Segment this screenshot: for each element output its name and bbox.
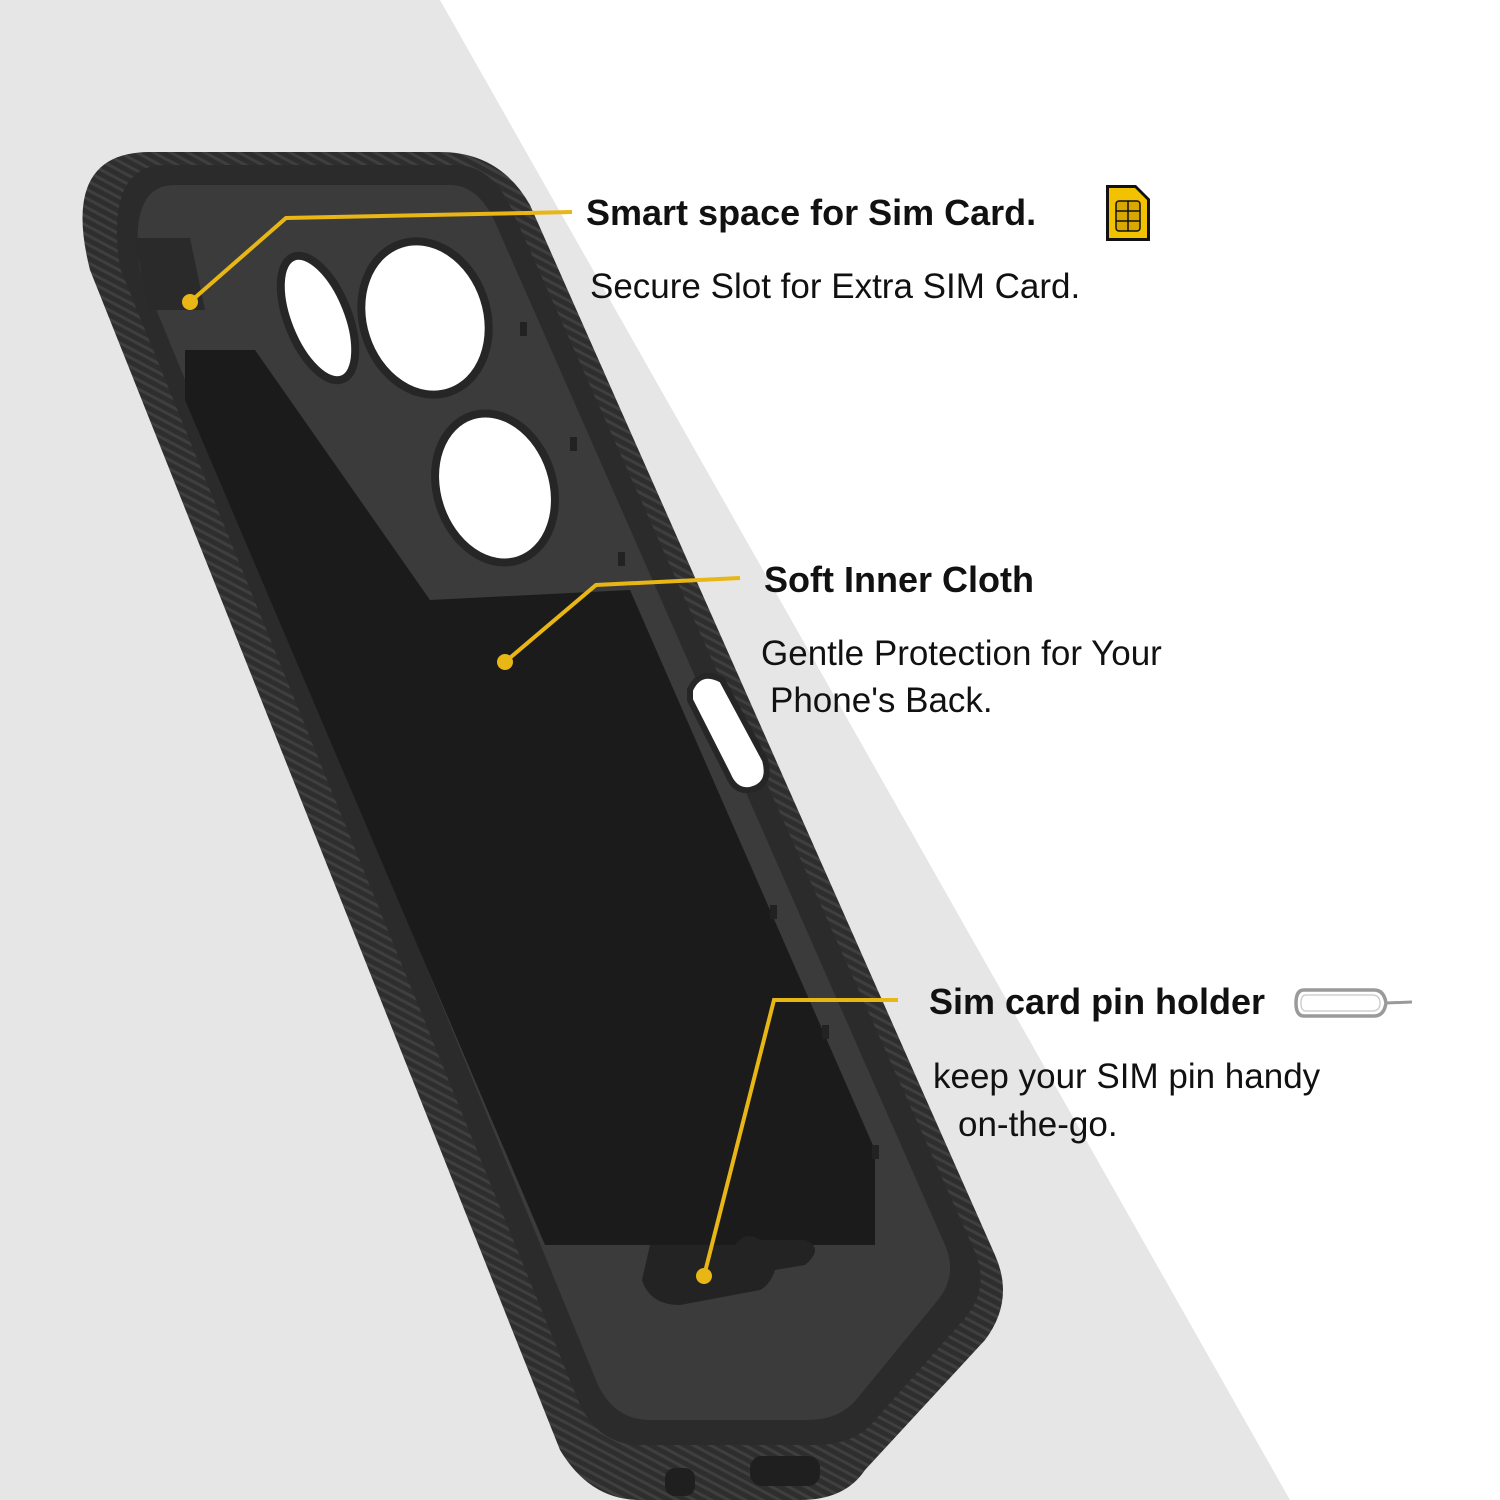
soft-inner-cloth <box>185 350 875 1245</box>
callout-text-sim-space: Secure Slot for Extra SIM Card. <box>590 267 1081 306</box>
callout-line-inner-cloth <box>503 576 741 664</box>
pin-holder-slot <box>642 1236 815 1305</box>
rim-notch <box>570 437 577 451</box>
sim-card-icon <box>1106 185 1150 241</box>
camera-cutout-small <box>276 251 360 385</box>
rim-notch <box>872 1145 879 1159</box>
bottom-port <box>665 1468 695 1496</box>
sim-eject-pin-icon <box>1294 988 1413 1018</box>
callout-dot-sim-space <box>182 294 198 310</box>
callout-line-sim-space <box>188 210 573 304</box>
callout-text-inner-cloth-line-1: Gentle Protection for Your <box>761 634 1162 673</box>
callout-text-pin-holder-line-2: on-the-go. <box>958 1105 1118 1144</box>
rim-notch <box>618 552 625 566</box>
callout-line-pin-holder <box>702 998 898 1277</box>
side-button-cutout <box>687 672 770 794</box>
callout-text-inner-cloth-line-2: Phone's Back. <box>770 681 993 720</box>
callout-text-pin-holder-line-1: keep your SIM pin handy <box>933 1057 1321 1096</box>
callout-dot-pin-holder <box>696 1268 712 1284</box>
camera-cutout-large <box>357 237 493 399</box>
rim-notch <box>770 905 777 919</box>
sim-slot-pocket <box>135 238 205 310</box>
rim-notch <box>822 1025 829 1039</box>
bottom-port <box>750 1456 820 1486</box>
callout-dot-inner-cloth <box>497 654 513 670</box>
camera-cutout-lower <box>431 409 559 567</box>
callout-heading-inner-cloth: Soft Inner Cloth <box>764 559 1034 600</box>
callout-heading-pin-holder: Sim card pin holder <box>929 981 1266 1022</box>
rim-notch <box>520 322 527 336</box>
callout-heading-sim-space: Smart space for Sim Card. <box>586 192 1037 233</box>
